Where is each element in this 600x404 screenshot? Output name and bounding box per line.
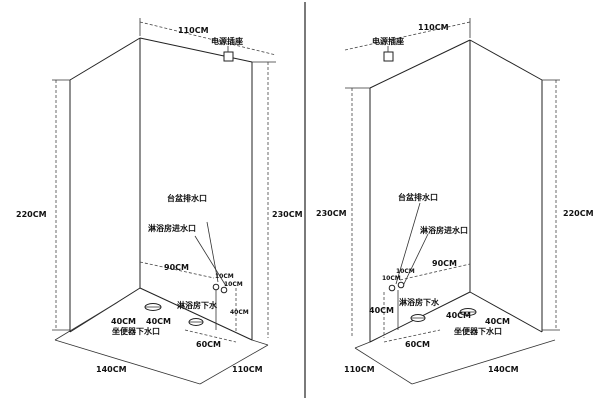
left-power-socket-label: 电源插座	[211, 36, 243, 46]
left-panel: 110CM 电源插座 220CM 230CM 台盆排水口 淋浴房进水口 90CM…	[16, 18, 303, 385]
right-pipe-gap-2-label: 10CM	[396, 268, 415, 275]
left-toilet-offset-b-label: 40CM	[146, 317, 171, 326]
left-walls	[69, 37, 253, 340]
right-power-socket-icon	[383, 46, 394, 62]
left-floor	[54, 287, 269, 385]
right-panel: 110CM 电源插座 230CM 220CM 台盆排水口 淋浴房进水口 90CM…	[316, 18, 594, 385]
left-labels: 110CM 电源插座 220CM 230CM 台盆排水口 淋浴房进水口 90CM…	[16, 26, 303, 374]
right-drains	[410, 308, 477, 322]
right-toilet-offset-a-label: 40CM	[446, 311, 471, 320]
left-height-right-label: 230CM	[272, 210, 303, 219]
right-shower-inlet-offset-label: 90CM	[432, 259, 457, 268]
right-shower-drain-label: 淋浴房下水	[399, 297, 440, 307]
left-toilet-offset-a-label: 40CM	[111, 317, 136, 326]
left-width-top-label: 110CM	[178, 26, 209, 35]
left-toilet-drain-label: 坐便器下水口	[112, 326, 160, 336]
left-dimension-lines	[52, 18, 277, 343]
right-toilet-offset-b-label: 40CM	[485, 317, 510, 326]
right-toilet-drain-label: 坐便器下水口	[454, 326, 502, 336]
left-shower-inlet-label: 淋浴房进水口	[148, 223, 196, 233]
left-pipe-height-label: 40CM	[230, 309, 249, 316]
right-floor-width-label: 110CM	[344, 365, 375, 374]
left-power-socket-icon	[223, 46, 234, 62]
left-shower-drain-offset-label: 60CM	[196, 340, 221, 349]
right-labels: 110CM 电源插座 230CM 220CM 台盆排水口 淋浴房进水口 90CM…	[316, 23, 594, 374]
right-walls	[369, 39, 543, 342]
right-shower-inlet-label: 淋浴房进水口	[420, 225, 468, 235]
left-pipes	[194, 221, 228, 330]
right-dimension-lines	[344, 18, 560, 343]
right-height-left-label: 230CM	[316, 209, 347, 218]
left-height-left-label: 220CM	[16, 210, 47, 219]
left-floor-width-label: 110CM	[232, 365, 263, 374]
left-shower-drain-label: 淋浴房下水	[177, 300, 218, 310]
right-pipe-height-label: 40CM	[369, 306, 394, 315]
right-pipe-gap-1-label: 10CM	[382, 275, 401, 282]
left-floor-depth-label: 140CM	[96, 365, 127, 374]
right-height-right-label: 220CM	[563, 209, 594, 218]
right-shower-drain-offset-label: 60CM	[405, 340, 430, 349]
left-pipe-gap-2-label: 10CM	[224, 281, 243, 288]
left-pipe-gap-1-label: 10CM	[215, 273, 234, 280]
right-width-top-label: 110CM	[418, 23, 449, 32]
right-power-socket-label: 电源插座	[372, 36, 404, 46]
right-floor-depth-label: 140CM	[488, 365, 519, 374]
right-pipes	[388, 202, 429, 330]
right-floor	[354, 291, 556, 385]
left-shower-inlet-offset-label: 90CM	[164, 263, 189, 272]
left-drains	[144, 303, 204, 326]
right-basin-drain-label: 台盆排水口	[398, 192, 438, 202]
left-basin-drain-label: 台盆排水口	[167, 193, 207, 203]
